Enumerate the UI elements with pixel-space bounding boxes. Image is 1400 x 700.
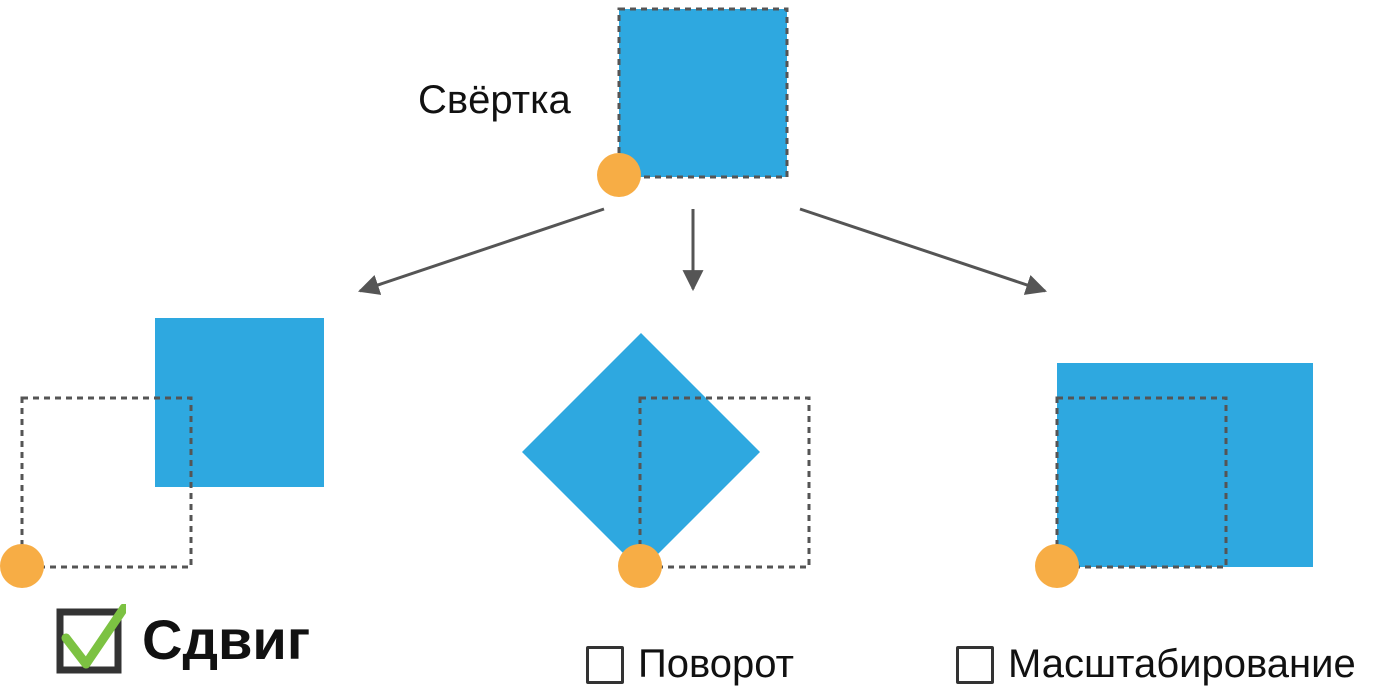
scale-rectangle [1057,363,1313,567]
shift-outline [20,396,193,569]
rotate-outline [638,396,811,569]
arrow-to-scale [799,207,1047,295]
source-label: Свёртка [418,78,571,122]
unchecked-checkbox-icon[interactable] [956,645,994,684]
source-outline [617,7,789,179]
rotate-pivot [618,544,662,588]
option-rotate[interactable]: Поворот [586,642,794,687]
unchecked-checkbox-icon[interactable] [586,645,624,684]
source-square [619,9,787,177]
option-shift[interactable]: Сдвиг [56,604,310,674]
source-pivot [597,153,641,197]
option-scale[interactable]: Масштабирование [956,642,1356,687]
scale-pivot [1035,544,1079,588]
option-rotate-label: Поворот [638,642,794,686]
scale-outline [1055,396,1228,569]
option-scale-label: Масштабирование [1008,642,1356,686]
arrow-to-shift [358,207,605,295]
shift-pivot [0,544,44,588]
option-shift-label: Сдвиг [142,607,311,671]
shift-square [155,318,324,487]
checkmark-icon [61,604,126,669]
checked-checkbox-icon[interactable] [56,604,126,674]
